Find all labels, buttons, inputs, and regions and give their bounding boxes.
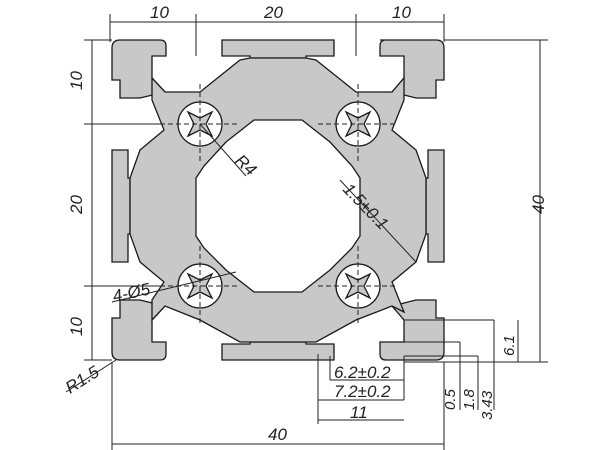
dim-slot-b: 7.2±0.2 xyxy=(334,382,391,401)
dim-right-total: 40 xyxy=(529,195,548,214)
dimension-lines xyxy=(65,14,548,450)
slot-lip-left xyxy=(111,149,131,263)
dim-top-left: 10 xyxy=(150,3,169,22)
dim-top-mid: 20 xyxy=(263,3,283,22)
dim-slot-c: 11 xyxy=(350,403,368,422)
dim-depth-c: 3.43 xyxy=(479,390,496,420)
dim-slot-a: 6.2±0.2 xyxy=(334,363,391,382)
dim-depth-a: 0.5 xyxy=(442,388,459,410)
corner-block-bottom-right xyxy=(379,299,445,361)
dim-left-bottom: 10 xyxy=(67,317,86,336)
central-cavity xyxy=(195,119,361,293)
aluminum-profile xyxy=(111,39,445,361)
dim-depth-b: 1.8 xyxy=(461,388,478,410)
dim-left-top: 10 xyxy=(67,71,86,90)
dim-top-right: 10 xyxy=(392,3,411,22)
dim-radius-corner: R1.5 xyxy=(62,362,103,397)
slot-lip-right xyxy=(425,149,445,263)
dim-bottom-total: 40 xyxy=(268,425,287,444)
dim-left-mid: 20 xyxy=(67,195,86,215)
slot-lip-bottom xyxy=(221,341,335,361)
corner-block-top-right xyxy=(379,39,445,99)
dim-depth-d: 6.1 xyxy=(501,335,518,356)
slot-lip-top xyxy=(221,39,335,59)
